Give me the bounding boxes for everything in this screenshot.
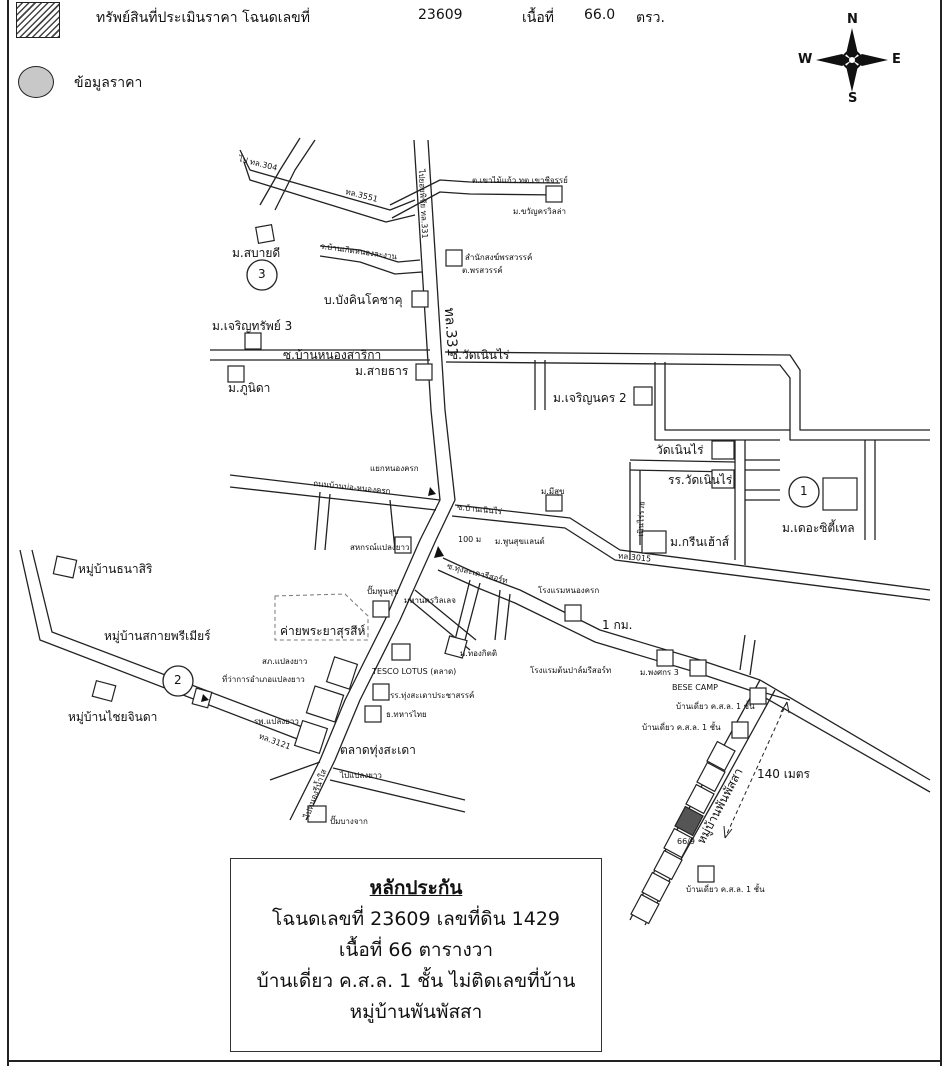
label-ban-diaw-2: บ้านเดี่ยว ค.ส.ล. 1 ชั้น [686,885,765,894]
legend-area-label: เนื้อที่ [522,10,554,26]
label-m-sabaidee: ม.สบายดี [232,246,281,260]
label-noen-rai-road: เนินไร่รวย [636,501,647,537]
collateral-info-box: หลักประกัน โฉนดเลขที่ 23609 เลขที่ดิน 14… [230,858,602,1052]
compass-south-label: S [848,91,858,106]
label-m-green-house: ม.กรีนเฮ้าส์ [670,535,730,549]
collateral-title: หลักประกัน [369,877,463,899]
label-t-phonsawan: ต.พรสวรรค์ [462,266,503,275]
label-khai-phraya: ค่ายพระยาสุรสีห์ [280,624,366,638]
label-khao-mai-kaew: ต.เขาไม้แก้ว ทต.เขาชีจรรย์ [472,176,568,185]
compass-north-label: N [847,12,858,27]
price-marker-3-label: 3 [258,267,266,281]
compass-west-label: W [798,52,813,67]
label-m-thong-kit: ม.ทองกิตติ [460,649,498,658]
label-pump-phun-suk: ปั๊มพูนสุข [367,587,399,596]
label-dist-1km: 1 กม. [602,618,633,632]
label-soi-wat-noen: ซ.วัดเนินไร่ [450,348,510,362]
legend-area-value: 66.0 [584,7,616,23]
label-tesco: TESCO LOTUS (ตลาด) [372,667,457,676]
label-yaek-nong-khok: แยกหนองครก [370,464,419,473]
label-wat-noen-rai: วัดเนินไร่ [656,443,704,457]
label-hospital: รพ.แปลงยาว [254,717,299,726]
label-dist-140m: 140 เมตร [757,767,810,781]
label-m-phun-suk-land: ม.พูนสุขแลนด์ [495,537,545,546]
label-talat-thung: ตลาดทุ่งสะเดา [340,743,416,757]
label-samnak-song: สำนักสงฆ์พรสวรรค์ [465,253,533,262]
label-pump-bang: ปั๊มบางจาก [330,817,368,826]
frame-bottom [7,1060,942,1062]
frame-left [7,0,9,1066]
label-soi-nong-sarika: ซ.บ้านหนองสาริกา [283,348,382,362]
price-marker-1-label: 1 [800,484,808,498]
compass-east-label: E [892,52,901,67]
label-ban-diaw-1a: บ้านเดี่ยว ค.ส.ล. 1 ชั้น [676,702,755,711]
legend-area-unit: ตรว. [636,10,665,26]
label-bank-thahan: ธ.ทหารไทย [386,710,427,719]
collateral-deed-line: โฉนดเลขที่ 23609 เลขที่ดิน 1429 [271,908,560,930]
compass-icon [816,28,888,92]
price-marker-2-label: 2 [174,673,182,687]
label-m-saithan: ม.สายธาร [355,364,409,378]
label-ban-thana-siri: หมู่บ้านธนาสิริ [78,562,153,576]
legend-price-data-label: ข้อมูลราคา [74,75,143,91]
label-m-phunida: ม.ภูนิดา [228,381,271,395]
label-b-bangkin: บ.บังคินโคชาคุ [324,293,403,307]
label-m-khwanchai: ม.ขวัญครวิลล่า [513,207,567,216]
legend-deed-number: 23609 [418,7,463,23]
label-m-charoen-sap: ม.เจริญทรัพย์ 3 [212,319,293,333]
label-school-wat-noen: รร.วัดเนินไร่ [668,473,733,487]
label-ban-diaw-1b: บ้านเดี่ยว ค.ส.ล. 1 ชั้น [642,723,721,732]
label-school-thung: รร.ทุ่งสะเดาประชาสรรค์ [390,691,475,700]
label-sor-por: สภ.แปลงยาว [262,657,308,666]
collateral-building-line: บ้านเดี่ยว ค.ส.ล. 1 ชั้น ไม่ติดเลขที่บ้า… [256,970,576,992]
label-base-camp: BESE CAMP [672,683,719,692]
label-m-charoen-nakhon: ม.เจริญนคร 2 [553,391,627,405]
label-ban-sakai: หมู่บ้านสกายพรีเมียร์ [104,629,211,643]
label-amphoe: ที่ว่าการอำเภอแปลงยาว [222,675,305,684]
hatched-property-swatch-icon [16,2,60,38]
label-mahanakhon: มหานครวิลเลจ [404,596,456,605]
label-m-mi-suk: ม.มีสุข [541,487,565,496]
collateral-village-line: หมู่บ้านพันพัสสา [349,1001,483,1023]
frame-right [940,0,942,1066]
label-m-the-city: ม.เดอะซิตี้เทล [782,521,855,535]
label-house-no: 66/9 [677,837,695,846]
collateral-area-line: เนื้อที่ 66 ตารางวา [338,939,494,961]
label-ban-chai-chinda: หมู่บ้านไชยจินดา [68,710,158,724]
label-dist-100m: 100 ม [458,535,482,544]
label-to-plaeng: ไปแปลงยาว [340,771,382,780]
label-sahakorn: สหกรณ์แปลงยาว [350,543,410,552]
label-rongraem-nong-khok: โรงแรมหนองครก [538,586,600,595]
legend-property-label: ทรัพย์สินที่ประเมินราคา โฉนดเลขที่ [96,10,310,26]
price-data-marker-icon [18,66,54,98]
label-m-phongsak: ม.พงศกร 3 [640,668,679,677]
label-rongraem-palm: โรงแรมต้นปาล์มรีสอร์ท [530,666,612,675]
